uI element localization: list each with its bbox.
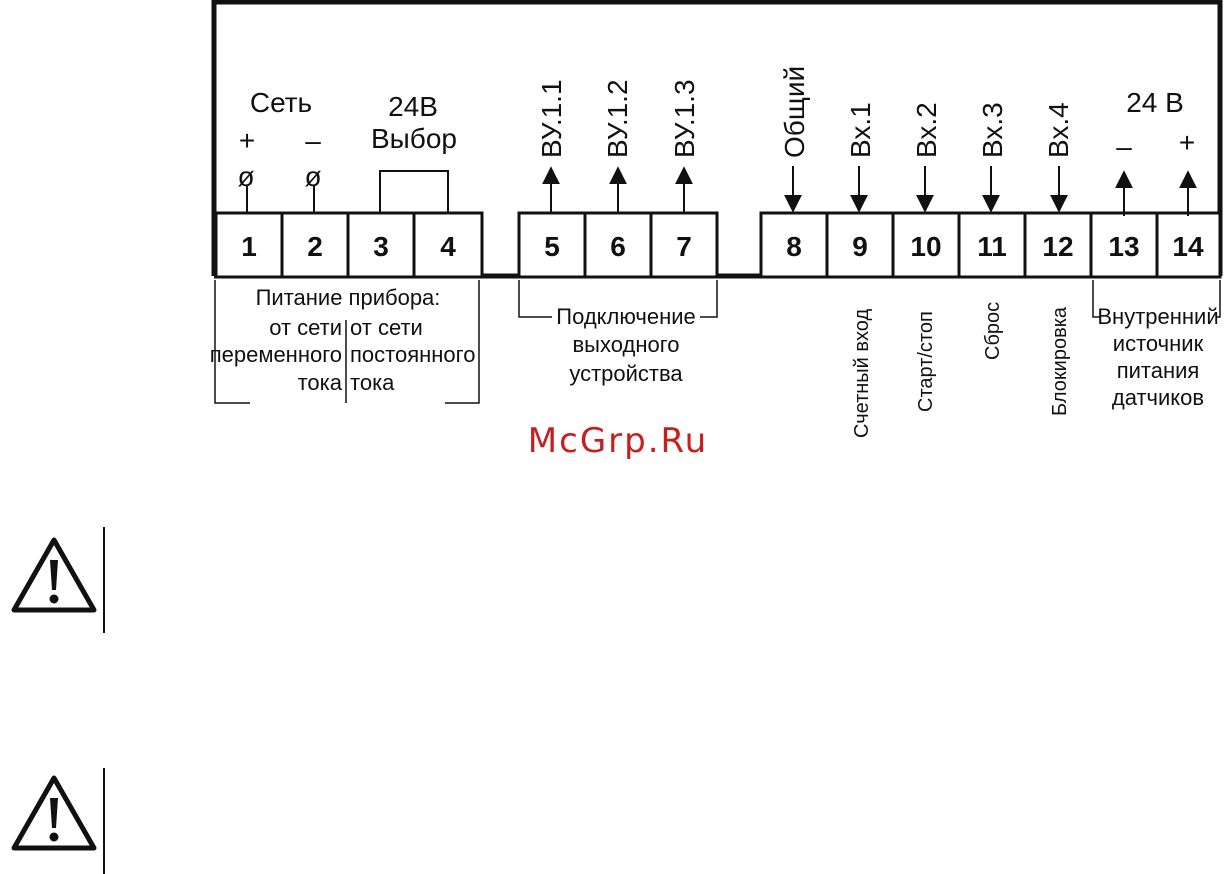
terminal-number: 7 <box>676 231 692 262</box>
sensor-desc: датчиков <box>1112 385 1204 410</box>
power-desc-ac: от сети <box>269 315 342 340</box>
terminal-number: 5 <box>544 231 560 262</box>
terminal-number: 8 <box>786 231 802 262</box>
power-desc-dc: тока <box>350 370 395 395</box>
terminal-number: 2 <box>307 231 323 262</box>
power-desc-title: Питание прибора: <box>256 285 441 310</box>
select24-label: Выбор <box>371 123 457 154</box>
device-housing <box>211 0 1223 276</box>
select24-label: 24В <box>388 91 438 122</box>
input-desc: Блокировка <box>1049 306 1071 416</box>
power-minus: – <box>305 125 321 156</box>
terminal-number: 11 <box>977 231 1007 262</box>
sensor-power-minus: – <box>1116 131 1132 162</box>
sensor-desc-bracket <box>1092 280 1221 318</box>
input-label: Вх.2 <box>911 102 942 158</box>
sensor-desc: питания <box>1117 358 1200 383</box>
jumper-wire <box>379 170 449 213</box>
output-label: ВУ.1.1 <box>536 79 567 158</box>
power-desc-ac: тока <box>298 370 343 395</box>
power-desc-dc: постоянного <box>350 342 475 367</box>
input-label: Вх.1 <box>845 102 876 158</box>
terminal-number: 12 <box>1042 231 1073 262</box>
input-desc: Сброс <box>982 302 1004 360</box>
terminal-block-outputs <box>517 211 719 279</box>
output-desc: Подключение <box>556 304 696 329</box>
screw-icon: ø <box>237 161 254 192</box>
terminal-number: 4 <box>440 231 456 262</box>
input-desc: Старт/стоп <box>915 311 937 412</box>
warning-triangle-icon <box>11 775 97 851</box>
terminal-number: 13 <box>1108 231 1139 262</box>
terminal-number: 10 <box>910 231 941 262</box>
input-label: Вх.3 <box>977 102 1008 158</box>
sensor-desc: источник <box>1113 331 1204 356</box>
terminal-block-inputs <box>759 211 1222 279</box>
power-desc-dc: от сети <box>350 315 423 340</box>
common-label: Общий <box>779 66 810 158</box>
terminal-number: 3 <box>373 231 389 262</box>
input-label: Вх.4 <box>1043 102 1074 158</box>
terminal-block-power <box>214 211 484 279</box>
terminal-number: 1 <box>241 231 257 262</box>
power-desc-ac: переменного <box>210 342 342 367</box>
output-label: ВУ.1.2 <box>602 79 633 158</box>
terminal-number: 14 <box>1172 231 1204 262</box>
power-plus: + <box>239 125 255 156</box>
output-label: ВУ.1.3 <box>669 79 700 158</box>
output-desc-bracket <box>518 280 718 318</box>
terminal-number: 9 <box>852 231 868 262</box>
watermark: McGrp.Ru <box>528 421 708 461</box>
sensor-power-title: 24 В <box>1126 87 1184 118</box>
output-desc: устройства <box>569 361 683 386</box>
warning-triangle-icon <box>11 537 97 613</box>
power-title: Сеть <box>250 87 312 118</box>
input-desc: Счетный вход <box>851 309 873 438</box>
output-desc: выходного <box>572 332 679 357</box>
power-desc-bracket <box>214 280 480 404</box>
sensor-power-plus: + <box>1179 127 1195 158</box>
sensor-desc: Внутренний <box>1097 304 1218 329</box>
screw-icon: ø <box>304 161 321 192</box>
terminal-number: 6 <box>610 231 626 262</box>
